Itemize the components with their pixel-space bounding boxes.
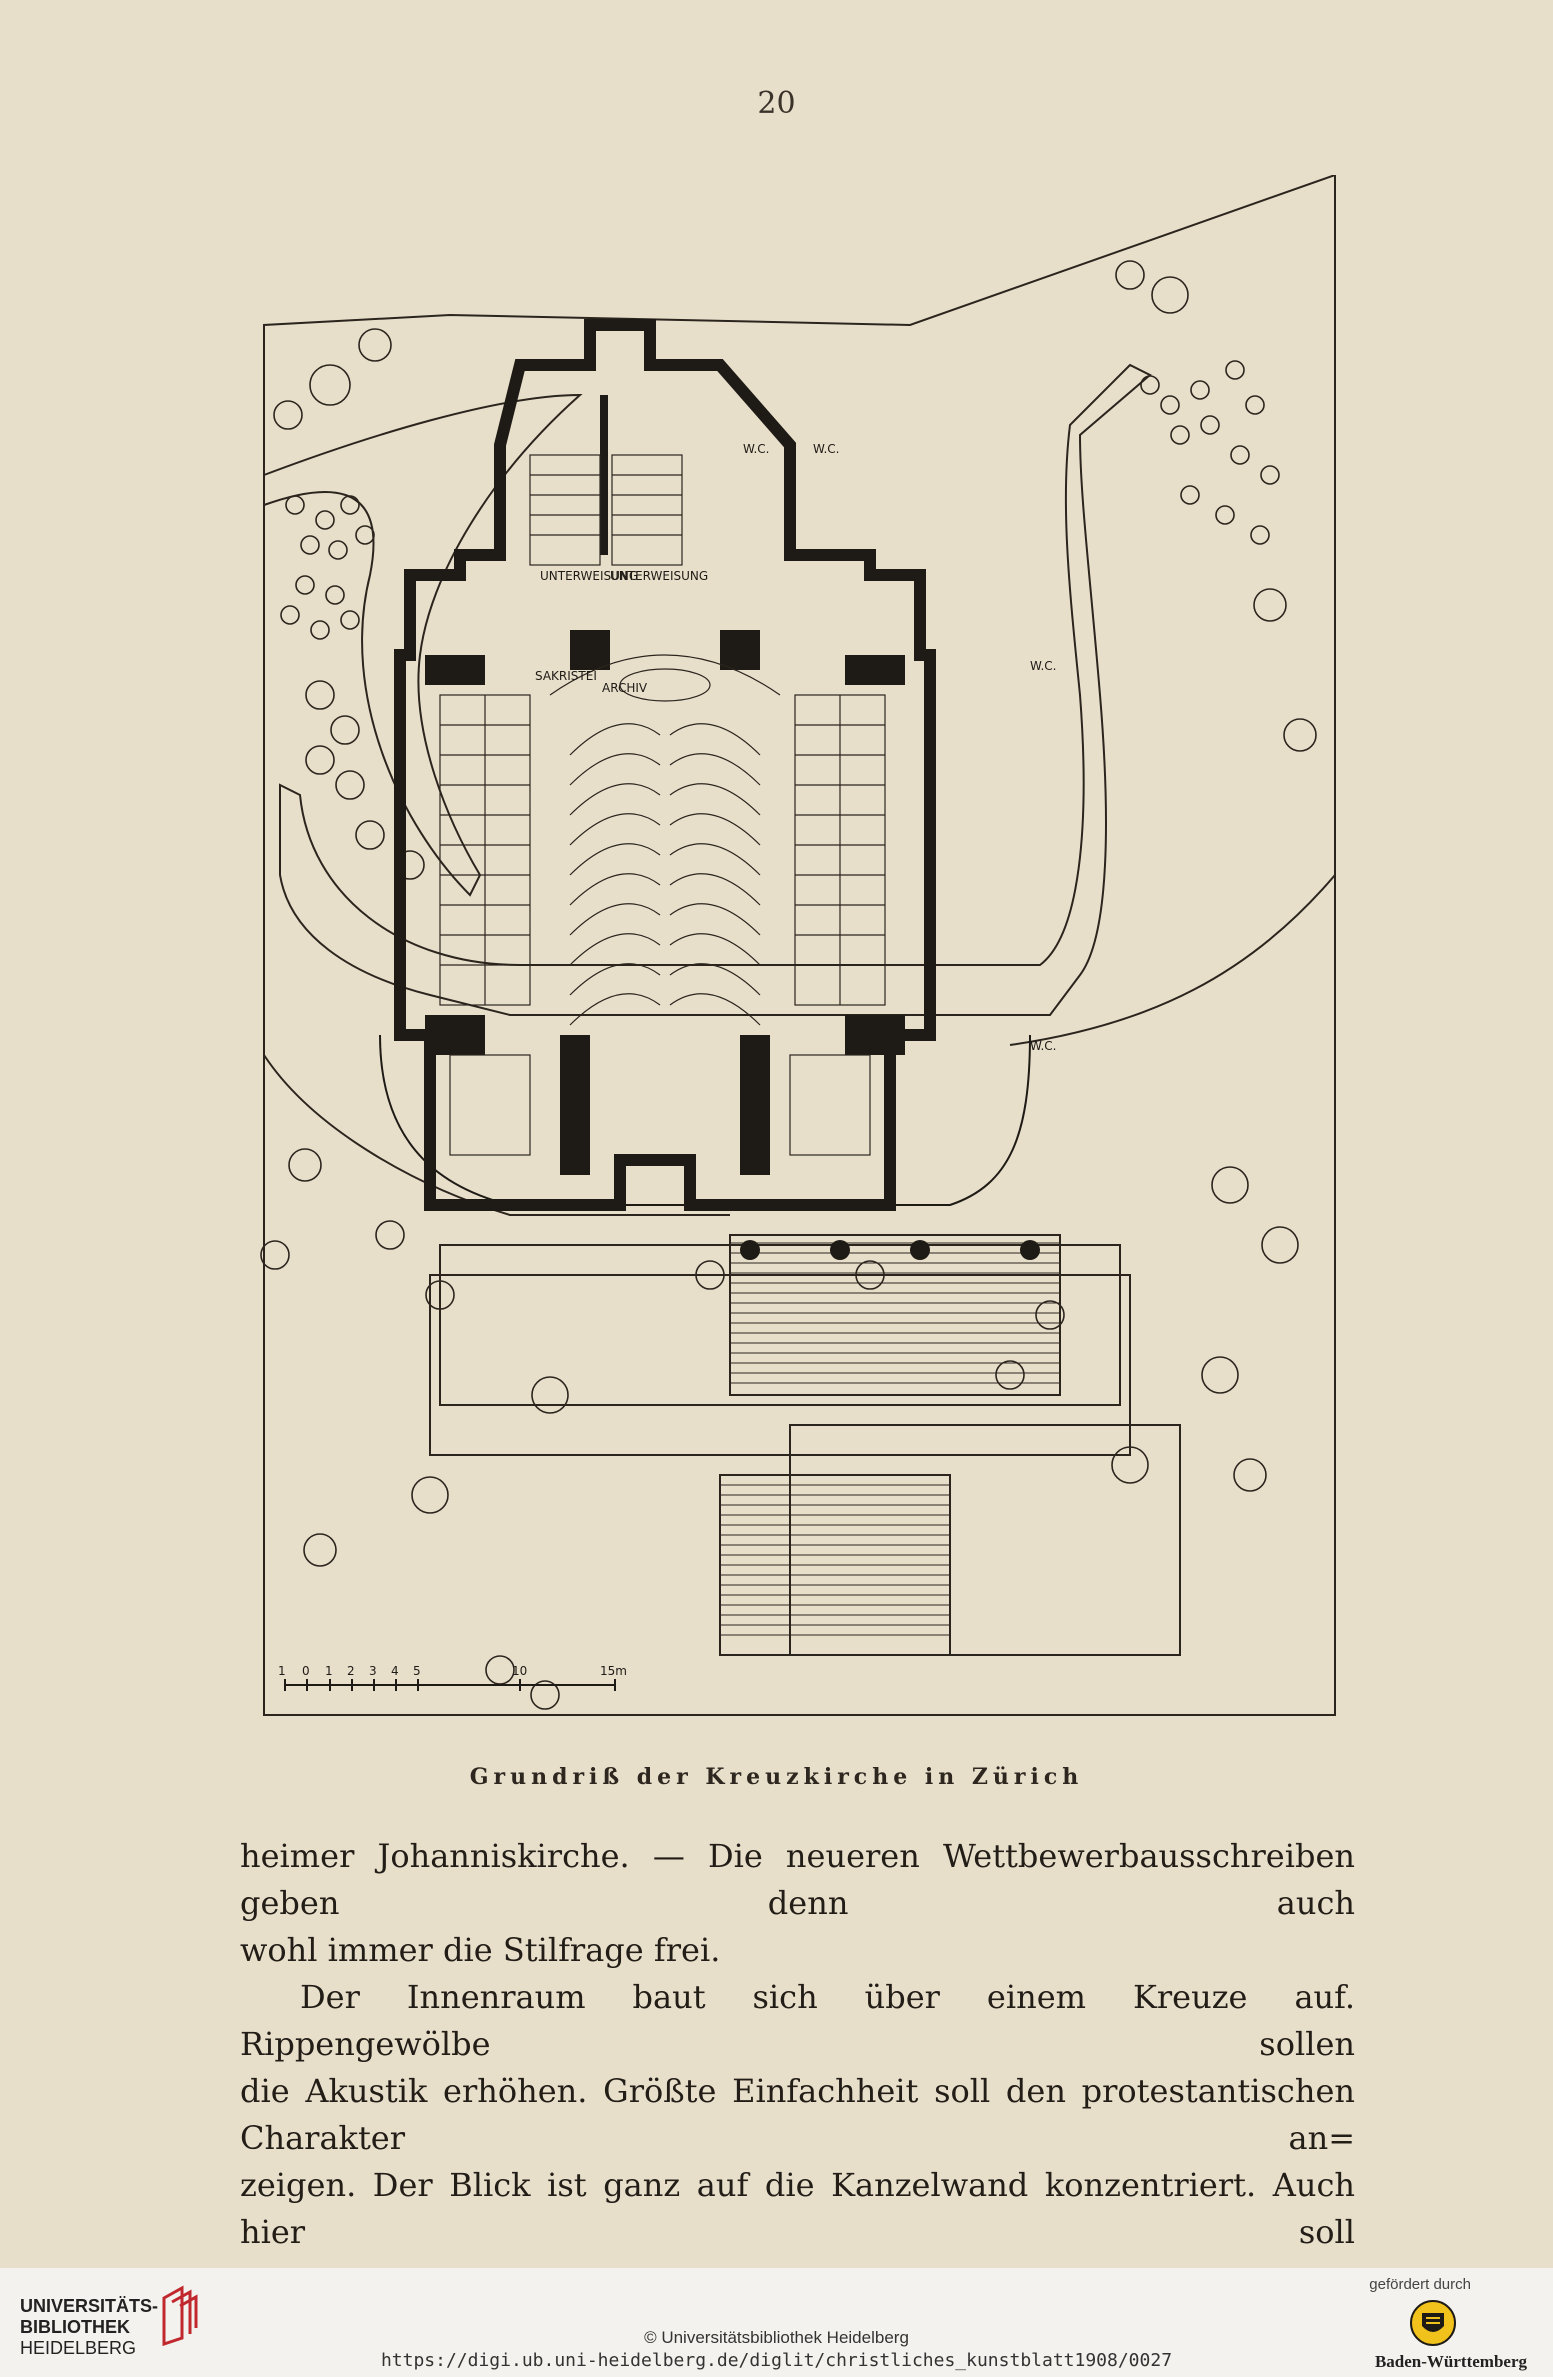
text-line: wohl immer die Stilfrage frei.: [240, 1931, 721, 1969]
library-name-line3: HEIDELBERG: [20, 2338, 137, 2358]
copyright-text: © Universitätsbibliothek Heidelberg: [644, 2328, 909, 2347]
scale-tick-label: 4: [391, 1664, 399, 1678]
text-line: heimer Johanniskirche. — Die neueren Wet…: [240, 1837, 1355, 1922]
scale-tick-label: 2: [347, 1664, 355, 1678]
church-building: [379, 319, 1031, 1211]
figure-caption: Grundriß der Kreuzkirche in Zürich: [469, 1764, 1084, 1790]
scale-tick-label: 10: [512, 1664, 527, 1678]
room-label-archiv: ARCHIV: [602, 681, 648, 695]
trees: [260, 260, 1317, 1710]
entrance-columns: [740, 1240, 1040, 1260]
baden-wuerttemberg-seal-icon: [1410, 2300, 1456, 2346]
text-line: zeigen. Der Blick ist ganz auf die Kanze…: [240, 2166, 1355, 2251]
text-line: die Akustik erhöhen. Größte Einfachheit …: [240, 2072, 1355, 2157]
scale-tick-label: 5: [413, 1664, 421, 1678]
left-path: [263, 393, 583, 897]
library-mark-icon: [162, 2285, 198, 2346]
room-label-wc-2: W.C.: [813, 442, 840, 456]
room-label-sakristei: SAKRISTEI: [535, 669, 597, 683]
ring-road: [279, 363, 1152, 1016]
funder-name: Baden-Württemberg: [1374, 2352, 1527, 2371]
library-name-line2: BIBLIOTHEK: [20, 2317, 130, 2337]
footer-bar: UNIVERSITÄTS- BIBLIOTHEK HEIDELBERG © Un…: [0, 2268, 1553, 2377]
library-logo[interactable]: UNIVERSITÄTS- BIBLIOTHEK HEIDELBERG: [20, 2296, 158, 2359]
scale-tick-label: 3: [369, 1664, 377, 1678]
room-label-wc-4: W.C.: [1030, 1039, 1057, 1053]
pews: [439, 454, 886, 1156]
room-label-wc-3: W.C.: [1030, 659, 1057, 673]
scale-tick-label: 0: [302, 1664, 310, 1678]
stair-treads: [720, 1242, 1060, 1636]
room-label-unterweisung-right: UNTERWEISUNG: [610, 569, 708, 583]
page-number: 20: [757, 86, 796, 121]
text-line: Der Innenraum baut sich über einem Kreuz…: [240, 1978, 1355, 2063]
scale-tick-label: 15m: [600, 1664, 627, 1678]
scale-tick-label: 1: [278, 1664, 286, 1678]
scale-bar: [284, 1679, 616, 1691]
source-url-link[interactable]: https://digi.ub.uni-heidelberg.de/diglit…: [380, 2350, 1173, 2371]
site-boundary: [263, 175, 1336, 1716]
funded-by-label: gefördert durch: [1369, 2276, 1471, 2293]
forecourt: [429, 1234, 1181, 1656]
body-text: heimer Johanniskirche. — Die neueren Wet…: [240, 1833, 1355, 2256]
wall-piers: [425, 395, 905, 1175]
scale-tick-label: 1: [325, 1664, 333, 1678]
library-name-line1: UNIVERSITÄTS-: [20, 2296, 159, 2316]
room-label-unterweisung-left: UNTERWEISUNG: [540, 569, 638, 583]
church-floor-plan: UNTERWEISUNG UNTERWEISUNG SAKRISTEI ARCH…: [260, 175, 1336, 1716]
room-label-wc-1: W.C.: [743, 442, 770, 456]
